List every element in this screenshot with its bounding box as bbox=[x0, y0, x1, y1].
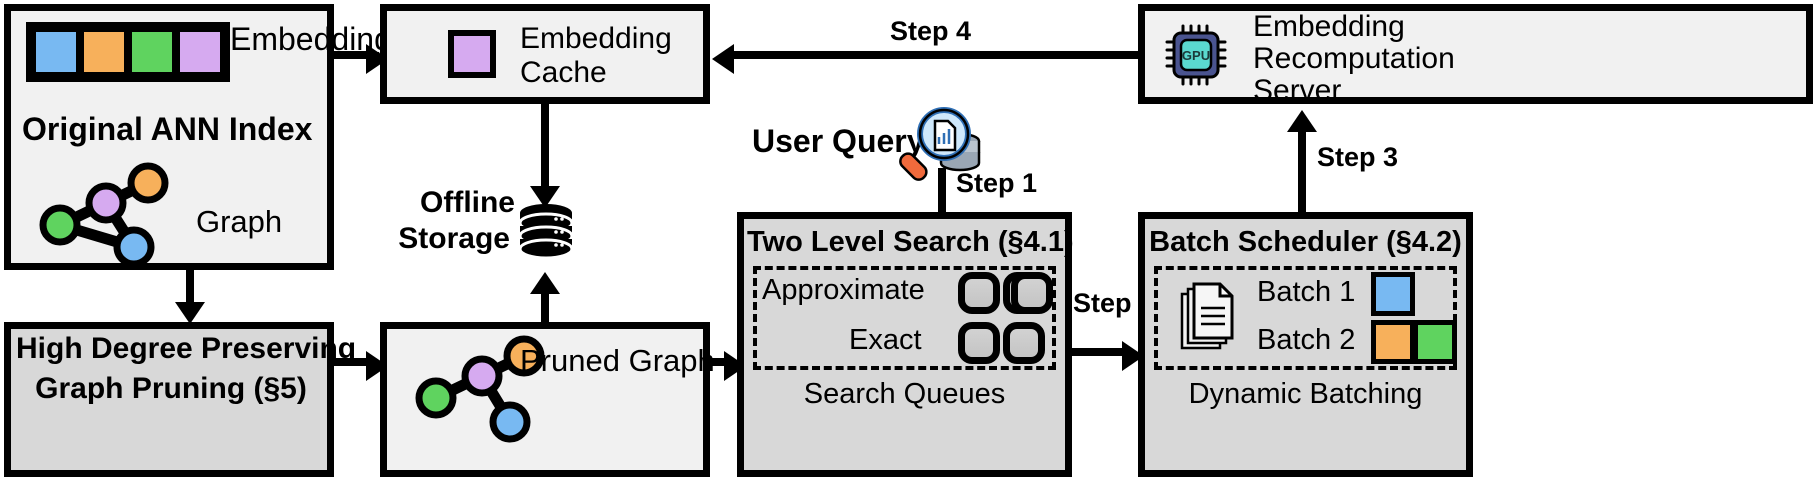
graph-pruning-box bbox=[4, 322, 334, 477]
batch-1-label: Batch 1 bbox=[1257, 276, 1356, 308]
approximate-queue-cell-1 bbox=[958, 272, 1000, 314]
arrow-pruning-to-pruned-line bbox=[334, 358, 372, 366]
batch-2-chip-orange bbox=[1371, 320, 1415, 364]
step1-label: Step 1 bbox=[956, 168, 1038, 198]
recomputation-server-line3: Server bbox=[1253, 74, 1342, 107]
ann-node-green bbox=[39, 204, 81, 246]
graph-label: Graph bbox=[196, 204, 283, 239]
step4-label: Step 4 bbox=[890, 16, 972, 46]
search-queues-dashed-region bbox=[753, 266, 1056, 370]
offline-storage-line1: Offline bbox=[420, 186, 515, 219]
approximate-queue-cell-3 bbox=[1011, 272, 1053, 314]
ann-node-orange bbox=[127, 162, 169, 204]
batch-scheduler-title: Batch Scheduler (§4.2) bbox=[1149, 226, 1462, 258]
arrow-step3-line bbox=[1298, 130, 1306, 212]
arrow-step1-line bbox=[938, 168, 946, 216]
search-row-approximate-label: Approximate bbox=[762, 274, 925, 306]
gpu-icon-text: GPU bbox=[1182, 48, 1210, 63]
batch-2-chip-green bbox=[1413, 320, 1457, 364]
arrow-pruned-to-storage-head bbox=[530, 272, 560, 294]
embedding-chip-orange bbox=[80, 28, 128, 76]
pruned-node-blue bbox=[489, 401, 531, 443]
two-level-search-title: Two Level Search (§4.1) bbox=[747, 226, 1074, 258]
embedding-cache-line1: Embedding bbox=[520, 22, 672, 55]
pruned-node-orange bbox=[503, 335, 545, 377]
embedding-chip-purple bbox=[176, 28, 224, 76]
pruned-node-green bbox=[415, 377, 457, 419]
arrow-ann-to-pruning-head bbox=[175, 302, 205, 324]
embedding-chip-green bbox=[128, 28, 176, 76]
arrow-step4-line bbox=[728, 51, 1140, 59]
search-queues-footer: Search Queues bbox=[803, 378, 1006, 410]
pruned-graph-label: Pruned Graph bbox=[520, 343, 715, 378]
embedding-cache-box bbox=[380, 4, 710, 104]
graph-pruning-line2: Graph Pruning (§5) bbox=[35, 372, 307, 405]
recomputation-server-box bbox=[1138, 4, 1813, 104]
search-row-exact-label: Exact bbox=[849, 324, 922, 356]
ann-node-purple bbox=[85, 182, 127, 224]
exact-queue-cell-1 bbox=[958, 322, 1000, 364]
ann-node-blue bbox=[113, 226, 155, 268]
step3-label: Step 3 bbox=[1317, 142, 1399, 172]
gpu-icon: GPU bbox=[1165, 24, 1227, 86]
arrow-cache-to-storage-head bbox=[530, 186, 560, 208]
arrow-step3-head bbox=[1287, 110, 1317, 132]
documents-icon bbox=[1180, 282, 1234, 350]
search-document-database-icon bbox=[899, 107, 981, 181]
batch-2-label: Batch 2 bbox=[1257, 324, 1356, 356]
ann-graph-illustration bbox=[39, 162, 169, 268]
recomputation-server-line2: Recomputation bbox=[1253, 42, 1455, 75]
batch-1-chip-blue bbox=[1371, 272, 1415, 316]
database-icon bbox=[518, 204, 574, 260]
embedding-chip-blue bbox=[32, 28, 80, 76]
exact-queue-cell-2 bbox=[1003, 322, 1045, 364]
recomputation-server-line1: Embedding bbox=[1253, 10, 1405, 43]
arrow-ann-to-cache-line bbox=[334, 51, 372, 59]
embedding-chip-row bbox=[26, 22, 230, 82]
original-ann-index-title: Original ANN Index bbox=[22, 111, 313, 147]
arrow-pruned-to-storage-line bbox=[541, 292, 549, 322]
dynamic-batching-footer: Dynamic Batching bbox=[1188, 378, 1423, 410]
embedding-label: Embedding bbox=[230, 21, 392, 57]
user-query-label: User Query bbox=[752, 123, 925, 159]
pruned-node-purple bbox=[461, 355, 503, 397]
arrow-step2-line bbox=[1072, 348, 1128, 356]
arrow-cache-to-storage-line bbox=[541, 104, 549, 190]
graph-pruning-line1: High Degree Preserving bbox=[16, 332, 357, 365]
arrow-ann-to-pruning-line bbox=[186, 270, 194, 306]
pruned-graph-illustration bbox=[415, 335, 545, 443]
arrow-pruned-to-search-line bbox=[710, 358, 730, 366]
arrow-step4-head bbox=[712, 44, 734, 74]
embedding-cache-chip bbox=[448, 30, 496, 78]
embedding-cache-line2: Cache bbox=[520, 56, 607, 89]
offline-storage-line2: Storage bbox=[398, 222, 510, 255]
dynamic-batching-dashed-region bbox=[1154, 266, 1457, 370]
